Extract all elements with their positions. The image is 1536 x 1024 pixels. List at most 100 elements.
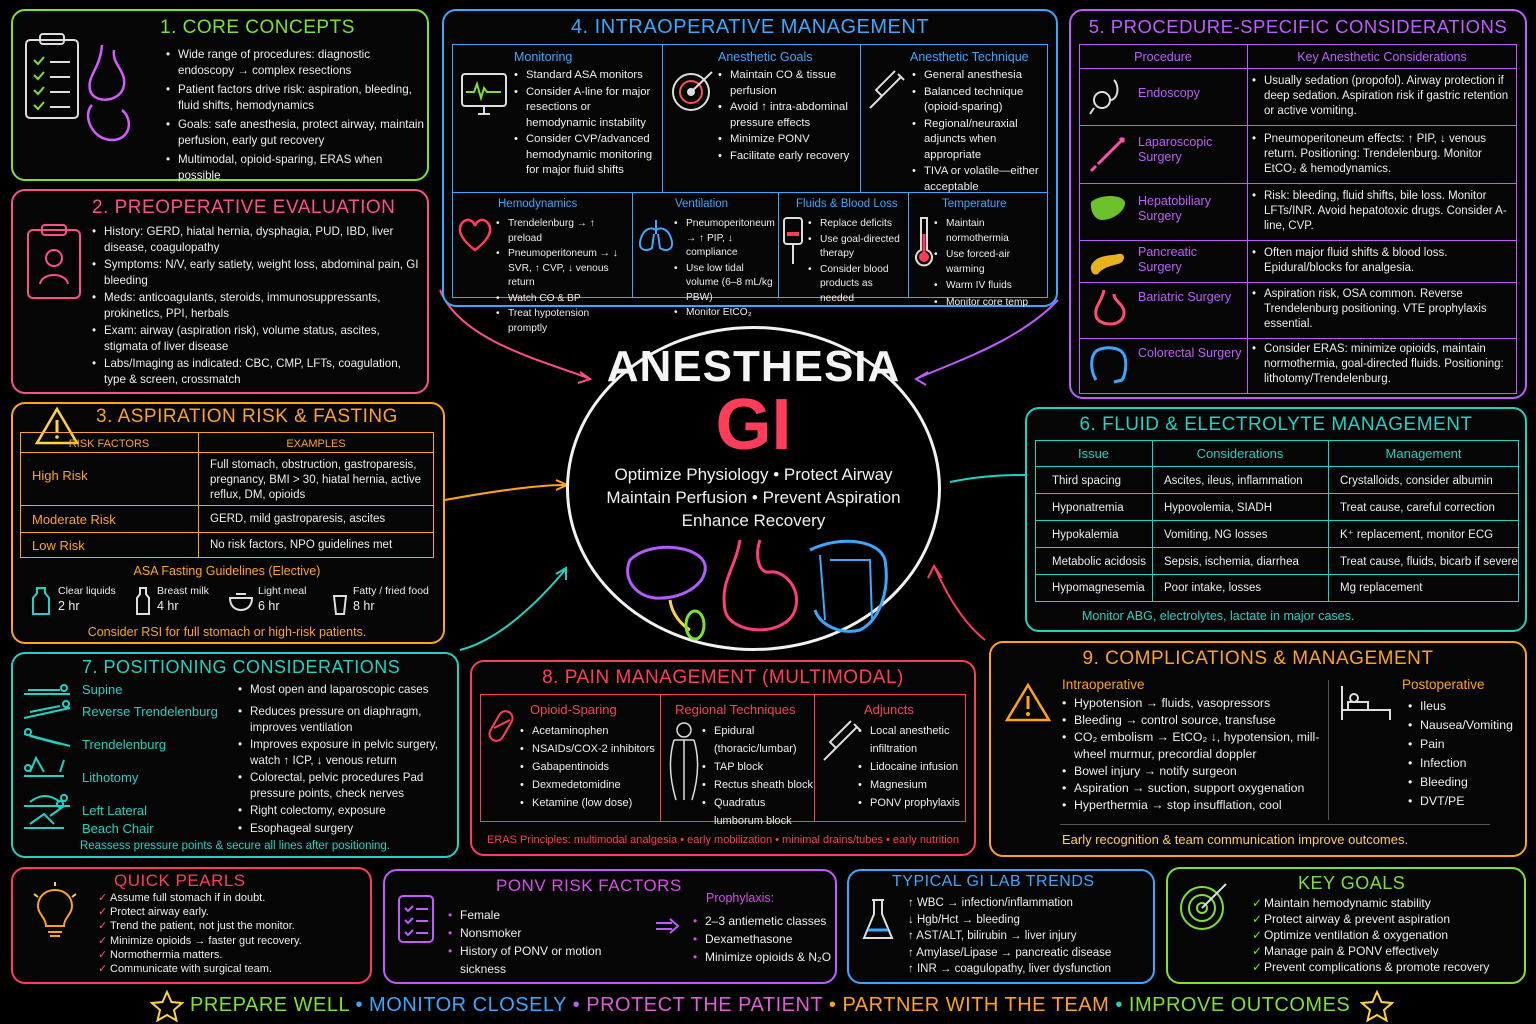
divider [20,532,434,533]
fluids-col-header: Management [1385,446,1462,461]
ponv-proph-title: Prophylaxis: [706,891,775,905]
list-item: CO₂ embolism → EtCO₂ ↓, hypotension, mil… [1062,729,1324,763]
divider [198,432,199,558]
divider [1328,440,1329,602]
fluids-cell: Sepsis, ischemia, diarrhea [1164,556,1299,568]
list-item: Avoid ↑ intra-abdominal pressure effects [718,100,858,131]
list-item: Communicate with surgical team. [98,962,368,976]
center-circle [566,326,941,651]
list-item: Lidocaine infusion [858,758,964,776]
fluids-cell: Third spacing [1052,475,1122,487]
fasting-label: Fatty / fried food [353,585,429,597]
aspiration-footer: Consider RSI for full stomach or high-ri… [87,625,367,639]
risk-examples: Full stomach, obstruction, gastroparesis… [210,459,422,501]
aspiration-col-header: RISK FACTORS [68,438,150,450]
procedures-col-header: Procedure [1134,50,1192,64]
list-item: Acetaminophen [520,722,660,740]
preop-title: 2. PREOPERATIVE EVALUATION [92,197,396,218]
position-name: Lithotomy [82,770,139,785]
list-item: Maintain CO & tissue perfusion [718,68,858,99]
list-item: Hypotension → fluids, vasopressors [1062,695,1324,712]
intraop-monitoring-list: Standard ASA monitors Consider A-line fo… [514,68,660,179]
aspiration-title: 3. ASPIRATION RISK & FASTING [96,406,398,427]
thermometer-icon [915,217,933,267]
list-item: ↑ WBC → infection/inflammation [908,897,1073,909]
list-item: Pneumoperitoneum effects: ↑ PIP, ↓ venou… [1252,132,1514,177]
intraop-monitoring-title: Monitoring [514,50,573,64]
list-item: Ileus [1408,697,1518,716]
labs-list: ↑ WBC → infection/inflammation ↓ Hgb/Hct… [908,895,1148,978]
preop-list: History: GERD, hiatal hernia, dysphagia,… [92,224,424,387]
list-item: TAP block [702,758,814,776]
center-line: Optimize Physiology • Protect Airway [614,465,893,484]
syringe-icon [869,70,905,109]
divider [908,192,909,298]
intraop-technique-title: Anesthetic Technique [910,50,1029,64]
fluids-cell: K⁺ replacement, monitor ECG [1340,529,1494,541]
divider [1079,125,1517,126]
meal-bowl-icon [228,593,254,612]
fasting-title: ASA Fasting Guidelines (Elective) [133,564,321,578]
intraop-vent-title: Ventilation [675,198,729,210]
fluids-footer: Monitor ABG, electrolytes, lactate in ma… [1082,609,1355,623]
iv-bag-icon [783,217,803,264]
list-item: General anesthesia [912,68,1046,84]
list-item: Facilitate early recovery [718,149,858,165]
list-item: Magnesium [858,776,964,794]
list-item: Dexmedetomidine [520,776,660,794]
list-item: Dexamethasone [693,930,833,948]
position-name: Reverse Trendelenburg [82,704,218,719]
position-name: Left Lateral [82,803,148,818]
procedure-note: Risk: bleeding, fluid shifts, bile loss.… [1252,189,1514,234]
divider [1152,440,1153,602]
center-tagline: Optimize Physiology • Protect Airway Mai… [566,463,941,532]
fluids-title: 6. FLUID & ELECTROLYTE MANAGEMENT [1079,414,1473,435]
procedure-name: Bariatric Surgery [1138,290,1232,304]
intraop-fluids-list: Replace deficits Use goal-directed thera… [808,217,908,306]
list-item: Gabapentinoids [520,758,660,776]
list-item: Use forced-air warming [934,248,1046,277]
positioning-footer: Reassess pressure points & secure all li… [79,840,391,852]
list-item: Bowel injury → notify surgeon [1062,763,1324,780]
center-title: ANESTHESIA [606,342,901,391]
positioning-icons [23,684,71,829]
pearls-title: QUICK PEARLS [114,871,246,890]
pain-regional-list: Epidural (thoracic/lumbar) TAP block Rec… [702,722,814,830]
target-icon [1180,883,1227,930]
fluids-cell: Metabolic acidosis [1052,556,1146,568]
stomach-icon [1094,289,1126,326]
risk-level: High Risk [32,468,88,483]
position-name: Trendelenburg [82,737,167,752]
list-item: Assume full stomach if in doubt. [98,891,368,905]
list-item: Warm IV fluids [934,279,1046,294]
list-item: Trendelenburg → ↑ preload [496,217,630,246]
fluids-cell: Hypovolemia, SIADH [1164,502,1273,514]
lungs-icon [638,220,674,251]
complications-post-list: Ileus Nausea/Vomiting Pain Infection Ble… [1408,697,1518,811]
aspiration-table [20,432,434,558]
list-item: Goals: safe anesthesia, protect airway, … [166,117,424,148]
procedure-note: Aspiration risk, OSA common. Reverse Tre… [1252,287,1514,332]
list-item: Right colectomy, exposure [238,803,452,819]
list-item: Rectus sheath block [702,776,814,794]
heart-icon [458,218,492,252]
risk-level: Low Risk [32,538,85,553]
star-icon [1360,990,1394,1022]
list-item: Consider ERAS: minimize opioids, maintai… [1252,342,1514,387]
footer-word: PARTNER WITH THE TEAM [842,994,1110,1016]
list-item: Bleeding → control source, transfuse [1062,712,1324,729]
positioning-title: 7. POSITIONING CONSIDERATIONS [82,657,401,677]
divider [1035,520,1519,521]
divider [20,452,434,453]
clipboard-stomach-icon [25,33,131,142]
divider [1035,574,1519,575]
footer-word: MONITOR CLOSELY [369,994,567,1016]
procedure-note: Pneumoperitoneum effects: ↑ PIP, ↓ venou… [1252,132,1514,177]
warning-icon [1004,682,1052,722]
complications-footer: Early recognition & team communication i… [1062,832,1409,847]
divider [1328,680,1329,820]
fasting-time: 2 hr [58,599,80,613]
list-item: NSAIDs/COX-2 inhibitors [520,740,660,758]
fasting-label: Light meal [258,585,307,597]
position-name: Beach Chair [82,821,154,836]
